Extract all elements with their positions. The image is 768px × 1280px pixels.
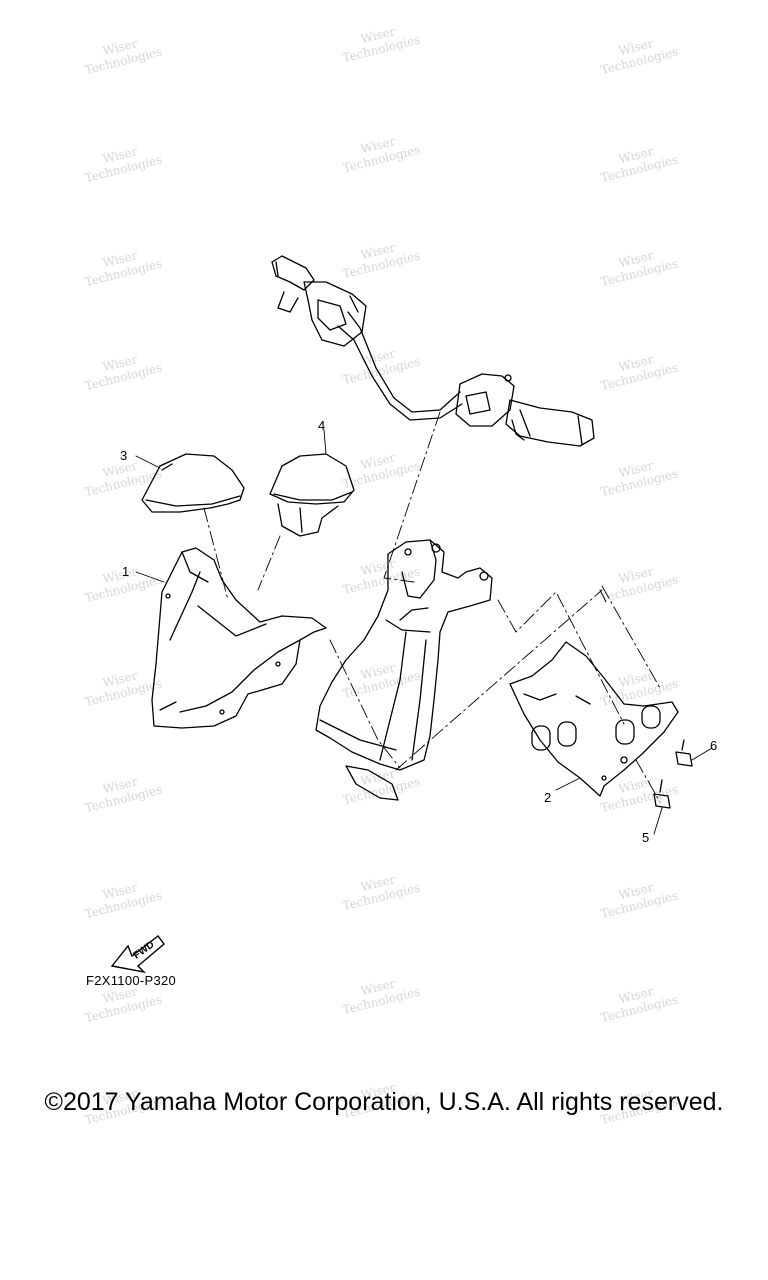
part-4-cover-right [269,453,355,537]
forward-direction-arrow: FWD [110,935,165,974]
callout-4: 4 [318,418,326,433]
callout-leader-lines [135,429,713,835]
part-3-cover-left [141,453,245,513]
callout-2: 2 [544,790,552,805]
part-2-lower-cover [509,641,679,797]
part-5-bolt [653,779,671,809]
fwd-label: FWD [132,939,157,961]
part-1-front-shield [151,547,327,729]
part-6-bolt [675,739,693,767]
assembly-guide-lines [203,411,661,803]
handlebar-assembly [271,255,595,447]
figure-code: F2X1100-P320 [86,973,177,988]
callout-5: 5 [642,830,650,845]
copyright-notice: ©2017 Yamaha Motor Corporation, U.S.A. A… [44,1088,724,1116]
callout-6: 6 [710,738,718,753]
callout-1: 1 [122,564,130,579]
callout-3: 3 [120,448,128,463]
handlebar-column [315,539,493,801]
